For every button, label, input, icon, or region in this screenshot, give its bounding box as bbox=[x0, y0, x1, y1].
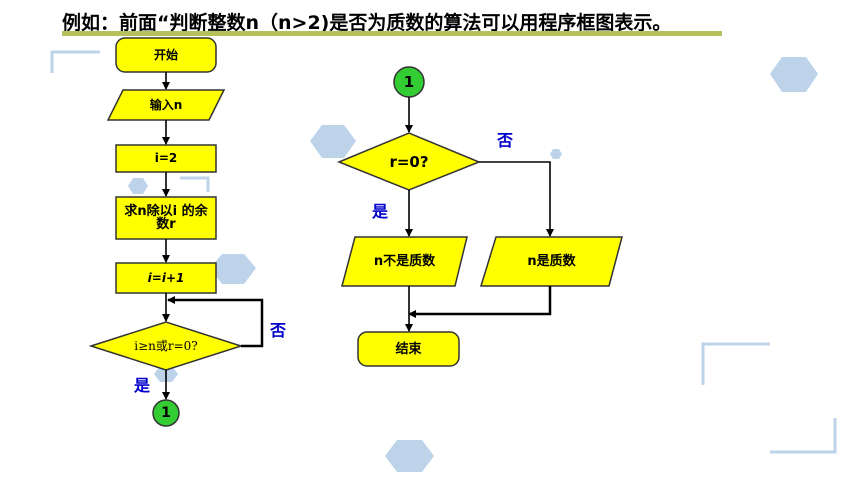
not-prime-label: n不是质数 bbox=[373, 254, 436, 269]
page-title: 例如：前面“判断整数n（n>2)是否为质数的算法可以用程序框图表示。 bbox=[62, 12, 672, 34]
start-label: 开始 bbox=[153, 47, 178, 62]
left-connector-label: 1 bbox=[161, 404, 171, 421]
deco-bracket bbox=[50, 50, 100, 73]
right-no-label: 否 bbox=[497, 131, 514, 150]
deco-hexagon bbox=[770, 57, 818, 92]
no-branch-arrow bbox=[479, 161, 554, 237]
prime-parallelogram bbox=[479, 236, 623, 287]
deco-hexagon bbox=[385, 440, 434, 472]
corner-brackets bbox=[50, 50, 837, 454]
input-label: 输入n bbox=[149, 97, 183, 112]
increment-label: i=i+1 bbox=[147, 270, 185, 285]
deco-hexagon bbox=[128, 178, 148, 194]
left-connector-circle bbox=[152, 399, 180, 427]
init-process bbox=[115, 144, 217, 173]
title-underline bbox=[62, 31, 722, 36]
left-yes-label: 是 bbox=[134, 376, 151, 395]
merge-line bbox=[408, 286, 552, 318]
condition-label: i≥n或r=0? bbox=[134, 338, 198, 353]
remainder-process bbox=[115, 196, 217, 240]
left-no-label: 否 bbox=[270, 321, 287, 340]
input-parallelogram bbox=[106, 89, 226, 121]
r-condition-label: r=0? bbox=[389, 152, 429, 171]
not-prime-parallelogram bbox=[341, 236, 468, 287]
deco-bracket bbox=[701, 342, 770, 385]
deco-bracket bbox=[770, 418, 837, 454]
left-arrows bbox=[162, 72, 264, 400]
deco-hexagon bbox=[210, 254, 256, 284]
loop-back-arrow bbox=[167, 296, 264, 348]
right-arrows bbox=[405, 97, 554, 332]
right-connector-label: 1 bbox=[403, 72, 415, 91]
deco-hexagon bbox=[550, 149, 562, 159]
prime-label: n是质数 bbox=[527, 254, 576, 269]
right-flowchart bbox=[337, 66, 623, 367]
deco-bracket bbox=[180, 176, 210, 192]
increment-process bbox=[115, 262, 217, 294]
end-label: 结束 bbox=[395, 341, 422, 357]
decorations bbox=[128, 57, 818, 472]
end-terminal bbox=[357, 331, 460, 367]
left-flowchart bbox=[88, 37, 244, 427]
init-label: i=2 bbox=[154, 151, 178, 165]
remainder-label: 求n除以i 的余数r bbox=[124, 204, 208, 232]
deco-hexagon bbox=[310, 125, 356, 158]
right-yes-label: 是 bbox=[372, 202, 389, 221]
